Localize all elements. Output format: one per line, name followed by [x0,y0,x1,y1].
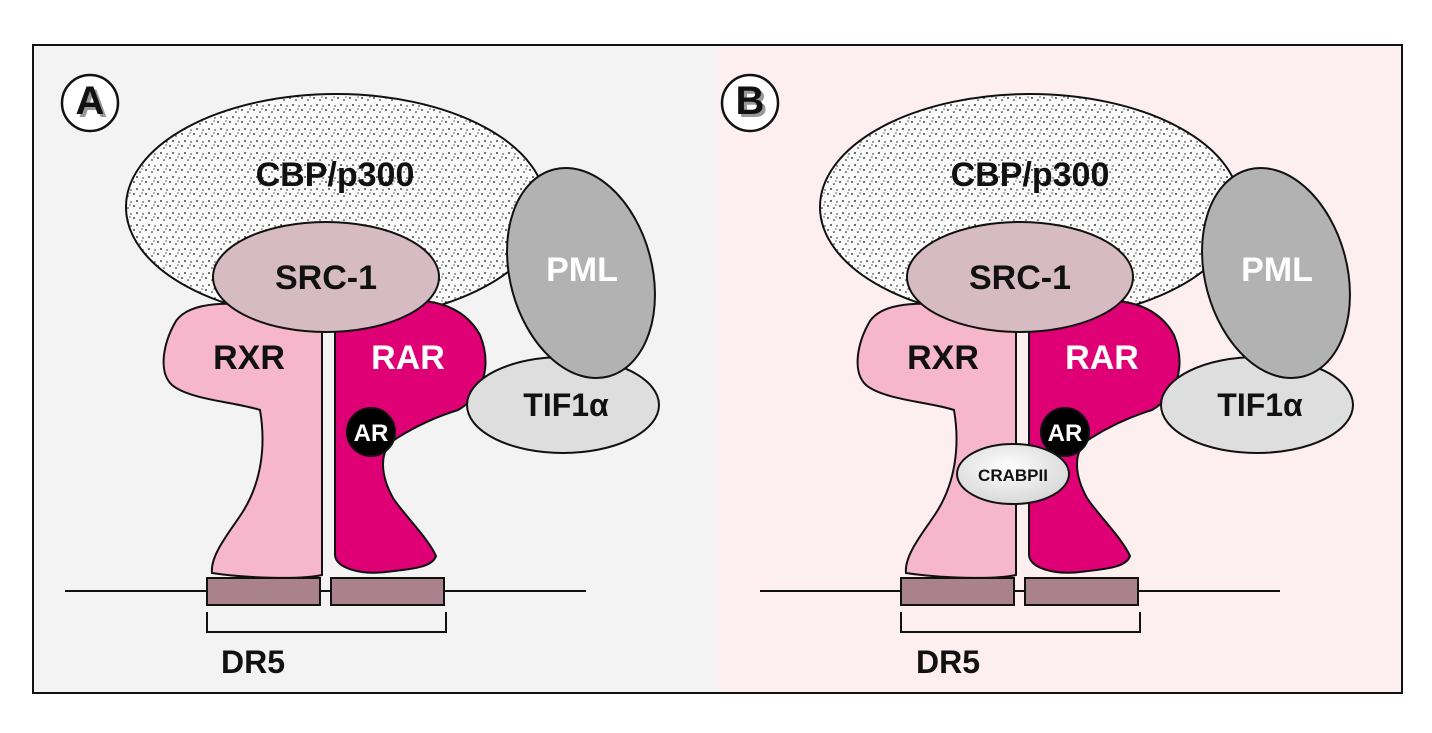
ar-label: AR [354,420,389,447]
tif1-alpha-label: TIF1α [523,387,609,423]
src-1-ellipse [906,221,1134,333]
rar-label: RAR [1065,339,1139,377]
rar-label: RAR [371,339,445,377]
dr5-bracket [206,612,447,633]
dr5-half-site-right [1024,577,1139,606]
ar-circle [346,407,396,457]
panel-a: DR5 CBP/p300 RXR RAR AR SRC-1 TIF1α PML … [60,73,660,680]
panel-a-letter-badge [60,73,120,133]
rxr-label: RXR [907,339,979,377]
dr5-label: DR5 [221,644,285,680]
rxr-shape [162,302,323,579]
cbp-p300-label: CBP/p300 [256,156,415,194]
rxr-label: RXR [213,339,285,377]
src-1-label: SRC-1 [275,259,377,297]
ar-label: AR [1048,420,1083,447]
panel-a-letter-shadow: A [79,82,108,126]
dr5-bracket [900,612,1141,633]
dr5-label: DR5 [916,644,980,680]
pml-ellipse [506,167,656,379]
pml-label: PML [546,251,618,289]
dr5-half-site-left [206,577,321,606]
dr5-half-site-right [330,577,445,606]
ar-circle [1040,407,1090,457]
panel-b-letter-badge [720,73,780,133]
tif1-alpha-label: TIF1α [1217,387,1303,423]
rxr-shape [856,302,1017,579]
panel-b-letter-shadow: B [739,82,768,126]
panel-b-letter: B [736,79,765,123]
panel-a-letter: A [76,79,105,123]
src-1-label: SRC-1 [969,259,1071,297]
src-1-ellipse [212,221,440,333]
crabpii-label: CRABPII [978,466,1048,485]
panel-b: DR5 CBP/p300 RXR RAR AR CRABPII SRC-1 TI… [720,73,1354,680]
cbp-p300-label: CBP/p300 [951,156,1110,194]
figure-frame [32,44,1403,694]
dr5-half-site-left [900,577,1015,606]
pml-label: PML [1241,251,1313,289]
pml-ellipse [1201,167,1351,379]
crabpii-ellipse [956,443,1070,505]
